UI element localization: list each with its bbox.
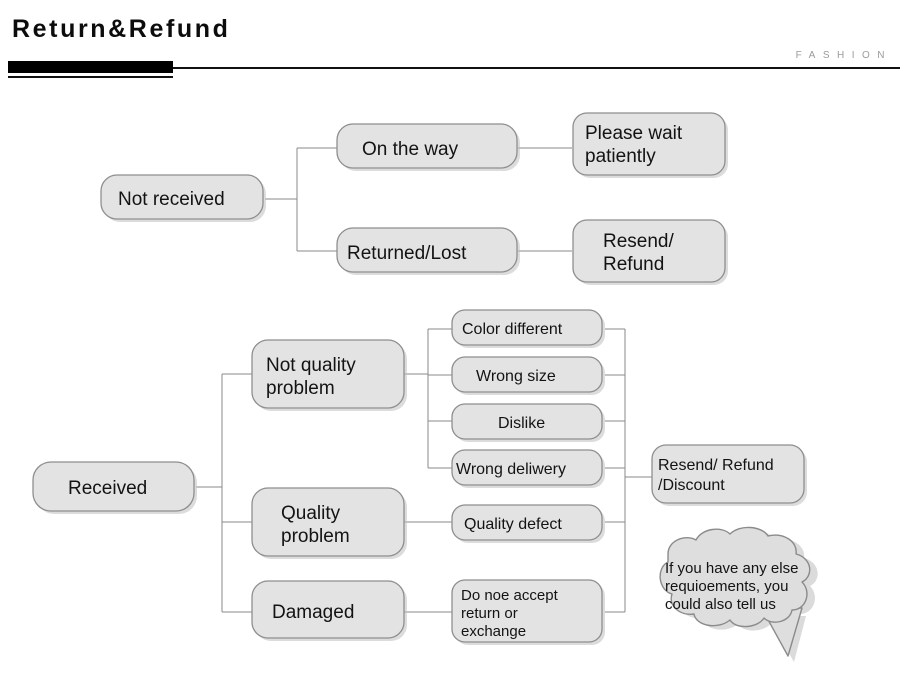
node-received[interactable]: Received xyxy=(32,461,197,514)
node-wrong-size-label: Wrong size xyxy=(476,368,556,385)
callout-line2: requioements, you xyxy=(665,578,788,595)
connectors-not-received xyxy=(265,147,572,252)
node-received-label: Received xyxy=(68,478,147,499)
node-quality-problem[interactable]: Quality problem xyxy=(251,487,407,559)
node-quality-defect-label: Quality defect xyxy=(464,516,562,533)
node-damaged-policy-line1: Do noe accept xyxy=(461,587,559,604)
node-resend-refund-discount[interactable]: Resend/ Refund /Discount xyxy=(651,444,807,506)
node-color-different-label: Color different xyxy=(462,321,563,338)
node-please-wait-line1: Please wait xyxy=(585,123,683,144)
node-returned-lost[interactable]: Returned/Lost xyxy=(336,227,520,275)
node-color-different[interactable]: Color different xyxy=(451,309,605,348)
node-resend-refund-line1: Resend/ xyxy=(603,231,674,252)
node-wrong-deliwery-label: Wrong deliwery xyxy=(456,461,566,478)
callout-line3: could also tell us xyxy=(665,596,776,613)
page-title: Return&Refund xyxy=(12,15,231,43)
connectors-received xyxy=(196,373,252,613)
node-not-quality-problem[interactable]: Not quality problem xyxy=(251,339,407,411)
node-quality-problem-line2: problem xyxy=(281,526,350,547)
node-returned-lost-label: Returned/Lost xyxy=(347,243,467,264)
connectors-outcome-bus xyxy=(605,328,652,613)
node-not-quality-problem-line2: problem xyxy=(266,378,335,399)
node-damaged-policy-line2: return or xyxy=(461,605,518,622)
node-not-received[interactable]: Not received xyxy=(100,174,266,222)
node-resend-refund-discount-line1: Resend/ Refund xyxy=(658,457,774,474)
node-quality-problem-line1: Quality xyxy=(281,503,341,524)
header-rule-thick xyxy=(8,61,173,73)
node-resend-refund[interactable]: Resend/ Refund xyxy=(572,219,728,285)
node-wrong-deliwery[interactable]: Wrong deliwery xyxy=(451,449,605,488)
node-not-received-label: Not received xyxy=(118,189,225,210)
node-resend-refund-discount-line2: /Discount xyxy=(658,477,725,494)
header-rule-thin-bottom xyxy=(8,76,173,78)
brand-label: FASHION xyxy=(795,50,892,61)
node-damaged-policy[interactable]: Do noe accept return or exchange xyxy=(451,579,605,645)
node-please-wait-line2: patiently xyxy=(585,146,656,167)
node-not-quality-problem-line1: Not quality xyxy=(266,355,356,376)
header-rule-thin-top xyxy=(173,67,900,69)
node-damaged-policy-line3: exchange xyxy=(461,623,526,640)
node-damaged-label: Damaged xyxy=(272,602,354,623)
node-please-wait-patiently[interactable]: Please wait patiently xyxy=(572,112,728,178)
callout-cloud[interactable]: If you have any else requioements, you c… xyxy=(659,526,818,662)
node-on-the-way[interactable]: On the way xyxy=(336,123,520,171)
callout-line1: If you have any else xyxy=(665,560,798,577)
node-wrong-size[interactable]: Wrong size xyxy=(451,356,605,395)
node-damaged[interactable]: Damaged xyxy=(251,580,407,641)
node-quality-defect[interactable]: Quality defect xyxy=(451,504,605,543)
connectors-not-quality-problem xyxy=(404,328,452,469)
node-dislike-label: Dislike xyxy=(498,415,545,432)
node-dislike[interactable]: Dislike xyxy=(451,403,605,442)
node-resend-refund-line2: Refund xyxy=(603,254,664,275)
page-header: Return&Refund FASHION xyxy=(0,0,900,86)
node-on-the-way-label: On the way xyxy=(362,139,459,160)
